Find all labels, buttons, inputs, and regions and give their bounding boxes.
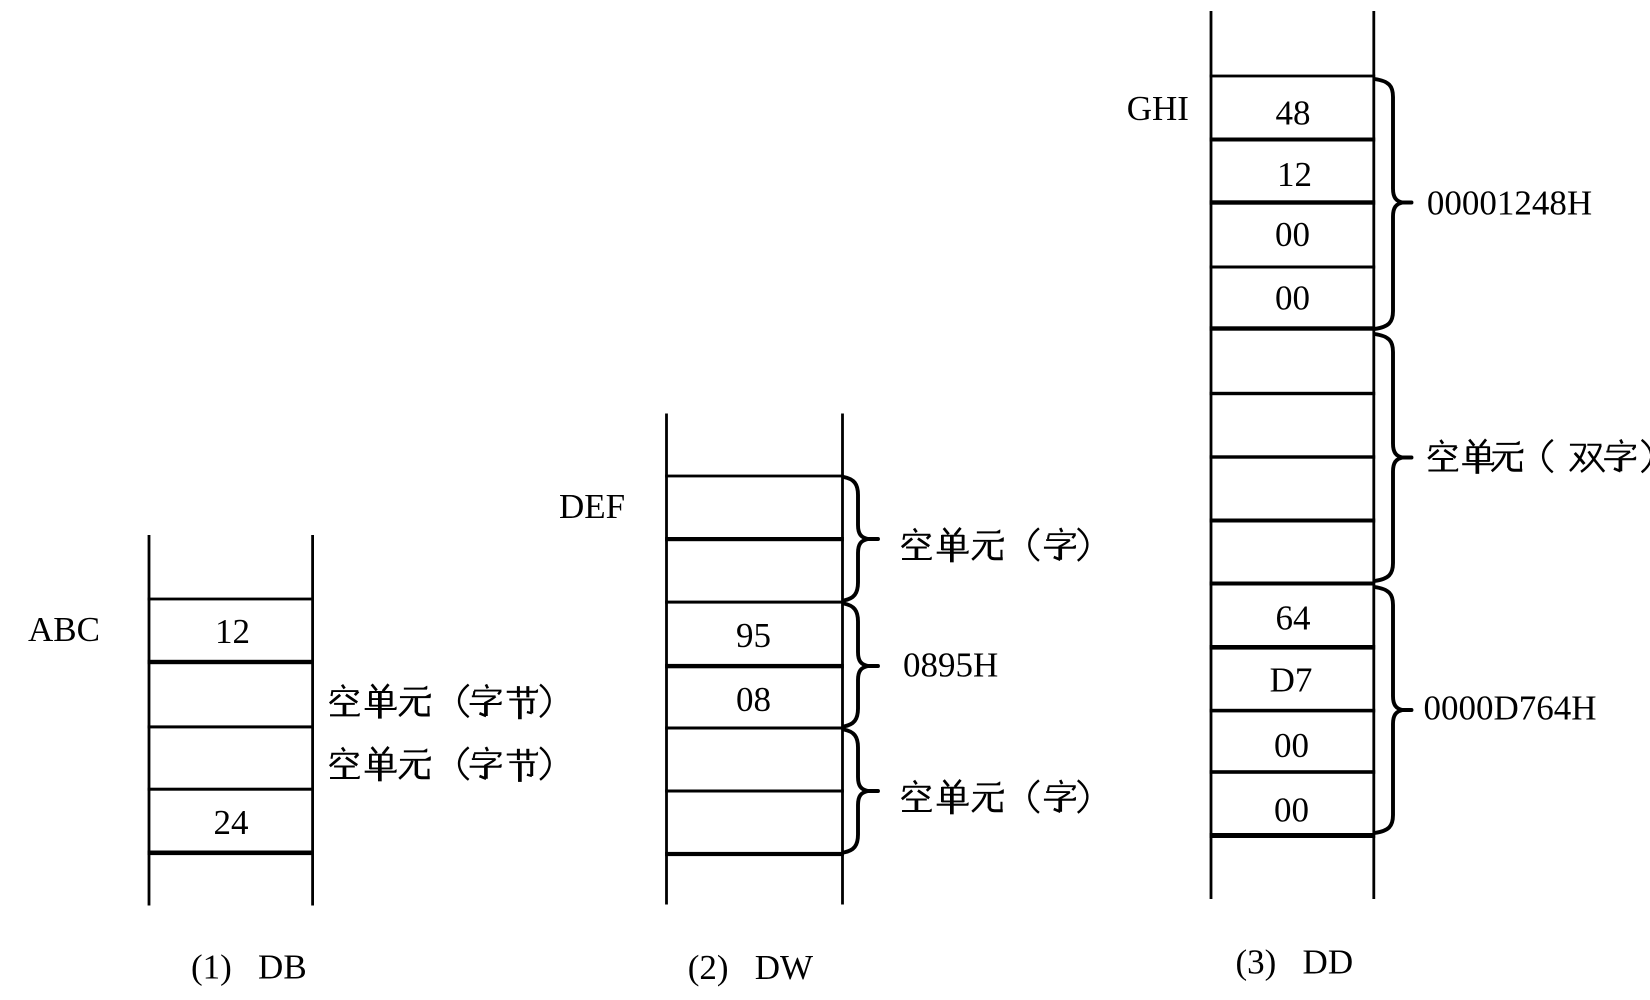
svg-text:48: 48 xyxy=(1276,94,1311,133)
svg-text:00001248H: 00001248H xyxy=(1427,183,1592,222)
svg-text:DEF: DEF xyxy=(559,487,625,526)
svg-text:(2) DW: (2) DW xyxy=(688,948,813,987)
svg-text:0000D764H: 0000D764H xyxy=(1423,689,1596,728)
svg-text:00: 00 xyxy=(1275,215,1310,254)
svg-text:64: 64 xyxy=(1276,599,1311,638)
svg-text:D7: D7 xyxy=(1270,661,1313,700)
svg-text:00: 00 xyxy=(1274,726,1309,765)
svg-text:12: 12 xyxy=(215,612,250,651)
svg-text:95: 95 xyxy=(736,616,771,655)
svg-text:00: 00 xyxy=(1274,791,1309,830)
svg-text:(1) DB: (1) DB xyxy=(191,947,307,986)
svg-text:00: 00 xyxy=(1275,279,1310,318)
svg-text:08: 08 xyxy=(736,680,771,719)
svg-text:24: 24 xyxy=(214,803,249,842)
svg-text:0895H: 0895H xyxy=(903,646,998,685)
svg-text:12: 12 xyxy=(1277,155,1312,194)
svg-text:ABC: ABC xyxy=(28,610,100,649)
svg-text:(3) DD: (3) DD xyxy=(1236,942,1354,981)
svg-text:GHI: GHI xyxy=(1127,89,1189,128)
